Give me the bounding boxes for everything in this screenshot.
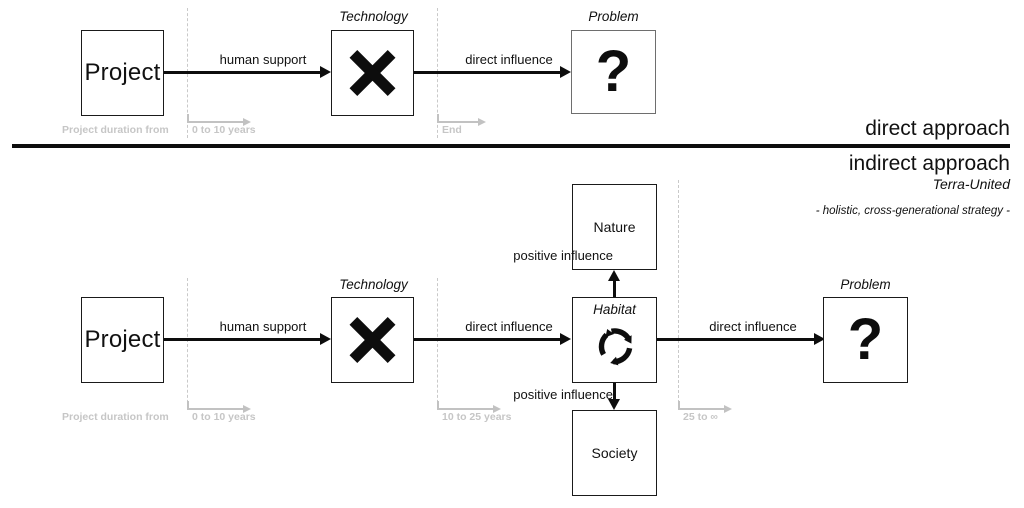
edge-arrowhead-direct-influence-top [560, 66, 571, 78]
node-caption-problem-top: Problem [588, 9, 639, 24]
edge-arrowhead-direct-influence-problem [814, 333, 825, 345]
heading-direct-approach: direct approach [865, 117, 1010, 140]
node-technology-top[interactable] [331, 30, 414, 116]
edge-line-positive-influence-nature [613, 281, 616, 297]
timeline-arrowhead-bottom-1 [243, 405, 251, 413]
edge-label-positive-influence-nature: positive influence [513, 248, 613, 263]
timeline-arrowhead-top-1 [243, 118, 251, 126]
node-technology-bottom[interactable] [331, 297, 414, 383]
node-problem-top[interactable]: ? [571, 30, 656, 114]
timeline-arrowhead-bottom-3 [724, 405, 732, 413]
node-project-top[interactable]: Project [81, 30, 164, 116]
timeline-line-top-1 [187, 121, 245, 123]
edge-line-human-support-bottom [164, 338, 322, 341]
timeline-line-bottom-1 [187, 408, 245, 410]
section-divider [12, 144, 1010, 148]
timeline-tick-top-1 [187, 114, 189, 123]
question-mark-icon: ? [847, 307, 884, 372]
edge-label-positive-influence-society: positive influence [513, 387, 613, 402]
edge-line-positive-influence-society [613, 383, 616, 399]
recycle-cycle-icon [591, 322, 639, 375]
timeline-label-bottom-3: 25 to ∞ [683, 411, 718, 423]
question-mark-icon: ? [595, 39, 632, 104]
edge-label-human-support-bottom: human support [219, 319, 307, 334]
node-label: Society [591, 445, 638, 461]
node-caption-problem-bottom: Problem [840, 277, 891, 292]
node-caption-technology-bottom: Technology [339, 277, 408, 292]
node-society[interactable]: Society [572, 410, 657, 496]
timeline-label-top-2: End [442, 124, 462, 136]
heading-organisation: Terra-United [932, 176, 1010, 192]
edge-line-direct-influence-habitat [414, 338, 562, 341]
edge-line-direct-influence-top [414, 71, 562, 74]
node-caption-technology-top: Technology [339, 9, 408, 24]
edge-arrowhead-direct-influence-habitat [560, 333, 571, 345]
node-label: Project [84, 59, 161, 86]
edge-line-direct-influence-problem [657, 338, 816, 341]
edge-label-direct-influence-top: direct influence [465, 52, 553, 67]
timeline-arrowhead-bottom-2 [493, 405, 501, 413]
timeline-label-bottom-2: 10 to 25 years [442, 411, 512, 423]
node-label: Nature [593, 219, 636, 235]
x-mark-icon [346, 46, 400, 100]
x-mark-icon [346, 313, 400, 367]
node-habitat[interactable]: Habitat [572, 297, 657, 383]
timeline-tick-bottom-1 [187, 401, 189, 410]
timeline-prefix-top: Project duration from [62, 124, 169, 136]
timeline-label-bottom-1: 0 to 10 years [192, 411, 256, 423]
heading-indirect-approach: indirect approach [848, 152, 1010, 175]
heading-tagline: - holistic, cross-generational strategy … [815, 205, 1010, 217]
edge-label-human-support-top: human support [219, 52, 307, 67]
node-caption-habitat: Habitat [593, 302, 636, 317]
edge-label-direct-influence-habitat: direct influence [465, 319, 553, 334]
timeline-line-top-2 [437, 121, 480, 123]
edge-arrowhead-positive-influence-nature [608, 270, 620, 281]
time-separator-bottom-1 [187, 278, 188, 408]
edge-arrowhead-human-support-bottom [320, 333, 331, 345]
edge-label-direct-influence-problem: direct influence [709, 319, 797, 334]
edge-arrowhead-human-support-top [320, 66, 331, 78]
timeline-tick-top-2 [437, 114, 439, 123]
timeline-arrowhead-top-2 [478, 118, 486, 126]
time-separator-bottom-3 [678, 180, 679, 408]
edge-line-human-support-top [164, 71, 322, 74]
edge-arrowhead-positive-influence-society [608, 399, 620, 410]
node-problem-bottom[interactable]: ? [823, 297, 908, 383]
node-label: Project [84, 326, 161, 353]
timeline-tick-bottom-3 [678, 401, 680, 410]
timeline-tick-bottom-2 [437, 401, 439, 410]
timeline-prefix-bottom: Project duration from [62, 411, 169, 423]
node-nature[interactable]: Nature [572, 184, 657, 270]
time-separator-bottom-2 [437, 278, 438, 408]
timeline-line-bottom-3 [678, 408, 726, 410]
timeline-line-bottom-2 [437, 408, 495, 410]
timeline-label-top-1: 0 to 10 years [192, 124, 256, 136]
node-project-bottom[interactable]: Project [81, 297, 164, 383]
